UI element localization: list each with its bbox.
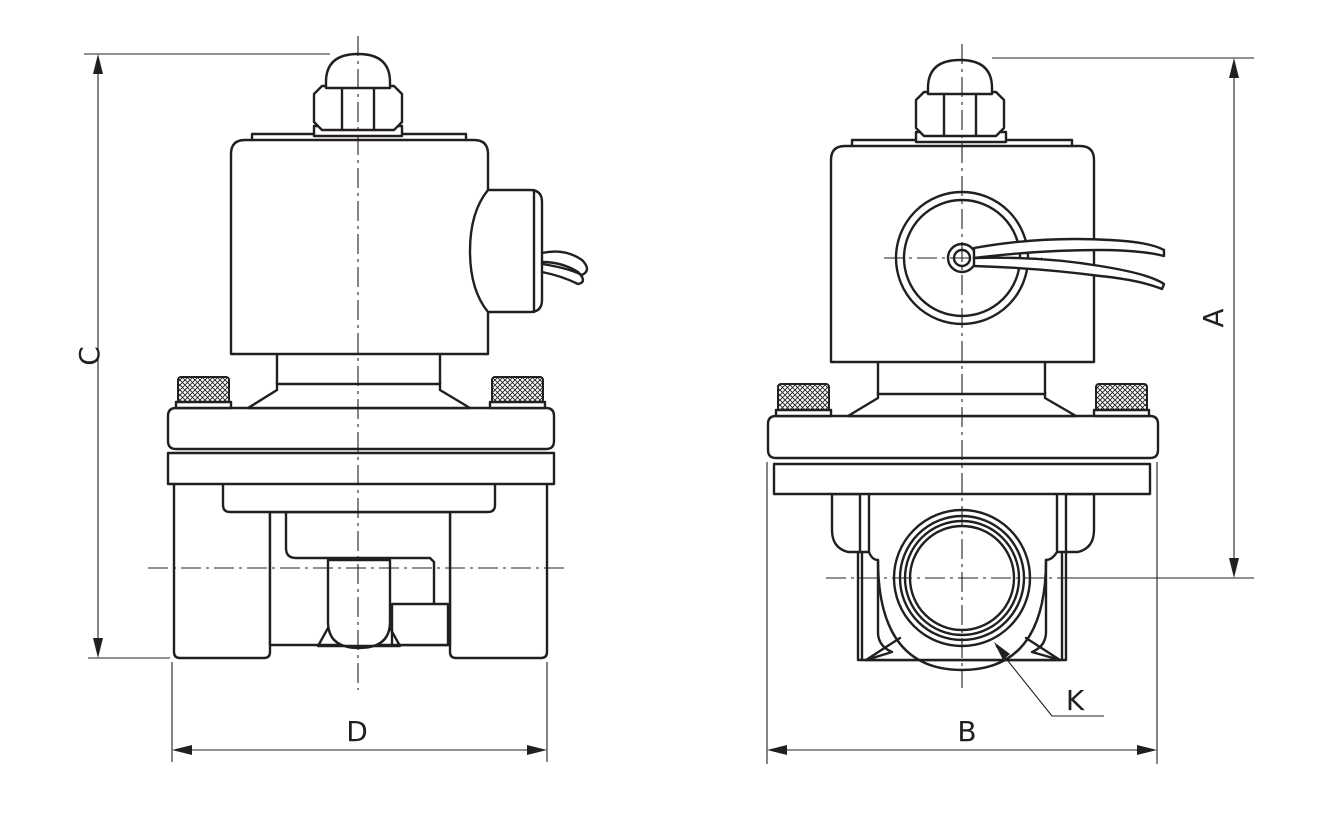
hex-nut-front xyxy=(914,90,1006,138)
label-k: K xyxy=(1066,684,1085,717)
label-c: C xyxy=(73,346,106,366)
body-left-block xyxy=(172,481,272,660)
cable-boss xyxy=(468,188,544,314)
plunger-tube xyxy=(326,558,392,650)
dimension-c: C xyxy=(73,53,330,659)
upper-flange-front xyxy=(766,414,1160,460)
front-view xyxy=(766,44,1166,688)
knurled-screw-front-right xyxy=(1095,383,1148,412)
wire-lower xyxy=(972,256,1166,291)
upper-flange xyxy=(166,406,556,451)
bonnet xyxy=(246,380,472,410)
dimension-b: B xyxy=(766,462,1158,764)
knurled-screw-front-left xyxy=(777,383,830,412)
lower-flange xyxy=(166,451,556,486)
knurled-screw-right xyxy=(491,376,544,404)
dimension-k: K xyxy=(994,642,1104,717)
coil-housing xyxy=(229,138,490,356)
knurled-screw-left xyxy=(177,376,230,404)
acorn-cap-front xyxy=(926,58,994,96)
dimension-d: D xyxy=(171,662,548,762)
label-a: A xyxy=(1197,308,1230,327)
body-right-block xyxy=(448,481,549,660)
label-d: D xyxy=(346,715,368,748)
dimension-a: A xyxy=(992,57,1254,579)
label-b: B xyxy=(957,715,976,748)
wire-upper xyxy=(972,237,1166,260)
side-view xyxy=(148,36,589,690)
